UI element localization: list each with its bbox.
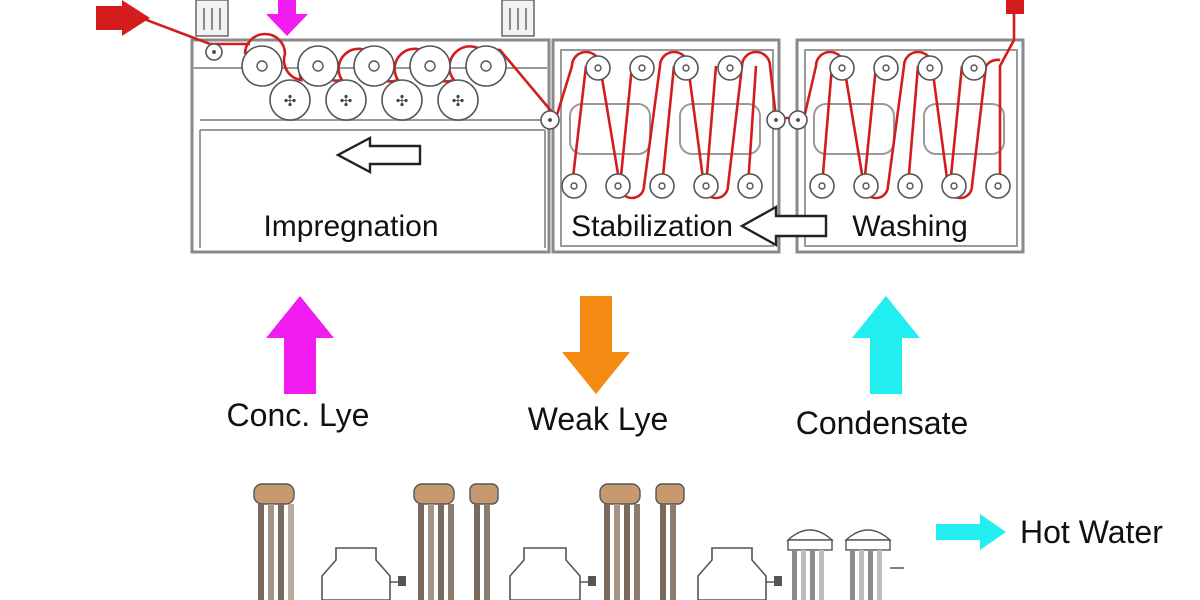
flow-label-weak-lye: Weak Lye [528,401,669,437]
motor-icon [501,0,535,37]
vessel-icon [321,547,406,600]
legend-label-hot-water: Hot Water [1020,514,1163,550]
stabilization-tank-1 [569,103,651,155]
svg-text:✣: ✣ [396,93,409,110]
roller-icon: ✣ ✣ ✣ ✣ [205,43,1011,199]
heat-exchanger-icon [844,529,904,600]
stabilization-tank-2 [679,103,761,155]
vessel-icon [509,547,596,600]
fabric-inlet-arrow [96,0,150,36]
counterflow-arrow-icon [739,204,828,248]
conc-lye-arrow-icon [266,296,334,394]
stage-label-stabilization: Stabilization [571,210,733,243]
heat-exchanger-icon [655,483,685,600]
svg-text:✣: ✣ [340,93,353,110]
stage-label-washing: Washing [852,210,968,243]
heat-exchanger-icon [413,483,455,600]
fabric-outlet-marker [1006,0,1024,14]
condensate-arrow-icon [852,296,920,394]
conc-lye-inlet-arrow [266,0,308,36]
flow-label-conc-lye: Conc. Lye [227,397,370,433]
washing-tank-2 [923,103,1005,155]
stabilization-inner [560,49,774,247]
heat-exchanger-icon [253,483,295,600]
heat-exchanger-icon [469,483,499,600]
heat-exchanger-icon [786,529,834,600]
svg-text:✣: ✣ [284,93,297,110]
fabric-stabilization-return [570,65,758,187]
fabric-entry-line [119,8,250,46]
washing-tank-1 [813,103,895,155]
motor-icon [195,0,229,37]
weak-lye-arrow-icon [562,296,630,394]
vessel-icon [697,547,782,600]
svg-text:✣: ✣ [452,93,465,110]
fabric-washing-return [820,12,1016,187]
flow-label-condensate: Condensate [796,405,969,441]
washing-inner [804,49,1018,247]
stage-label-impregnation: Impregnation [263,210,438,243]
hot-water-arrow-icon [936,514,1006,550]
counterflow-arrow-icon [335,136,422,174]
heat-exchanger-icon [599,483,641,600]
